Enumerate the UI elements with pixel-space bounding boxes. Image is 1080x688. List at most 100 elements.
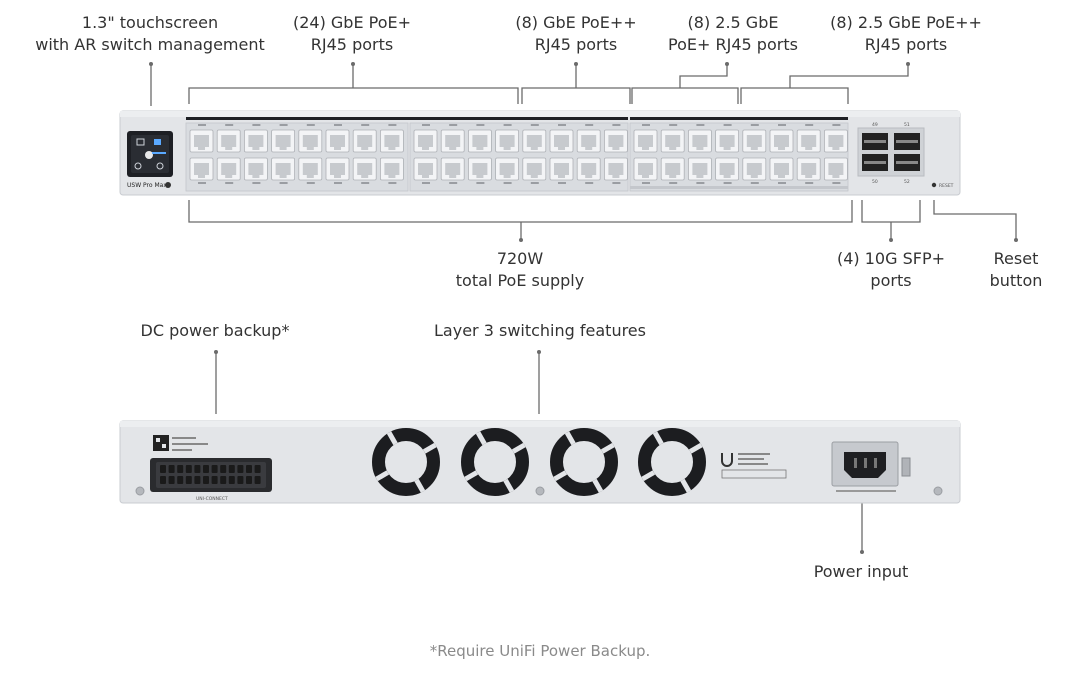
rj45-port[interactable] [413, 129, 438, 153]
connector-pin [168, 476, 175, 484]
port-number [669, 182, 678, 184]
rj45-port[interactable] [769, 157, 794, 181]
port-number [778, 182, 786, 184]
label-layer3: Layer 3 switching features [434, 321, 646, 340]
rj45-port[interactable] [633, 129, 658, 153]
rj45-port[interactable] [522, 129, 547, 153]
port-number [558, 124, 566, 126]
rj45-port[interactable] [660, 129, 685, 153]
connector-pin [177, 476, 184, 484]
port-number [612, 124, 621, 126]
rj45-port[interactable] [549, 157, 574, 181]
qr-code-icon [153, 435, 208, 451]
connector-pin [254, 476, 261, 484]
rj45-port[interactable] [379, 157, 404, 181]
rj45-port[interactable] [189, 129, 214, 153]
rj45-port[interactable] [325, 129, 350, 153]
reset-button[interactable] [931, 182, 937, 188]
dc-power-backup-connector[interactable] [150, 458, 272, 492]
rj45-port[interactable] [633, 157, 658, 181]
cooling-fans [372, 428, 706, 496]
port-number [805, 124, 814, 126]
rj45-port[interactable] [660, 157, 685, 181]
port-number [530, 182, 539, 184]
port-number [279, 182, 288, 184]
rj45-port[interactable] [688, 157, 712, 181]
rj45-port[interactable] [576, 157, 601, 181]
port-number [503, 182, 512, 184]
rj45-port[interactable] [440, 129, 465, 153]
port-number [558, 182, 566, 184]
port-number [225, 124, 234, 126]
ubiquiti-logo-icon [721, 453, 787, 479]
rj45-port[interactable] [604, 129, 628, 153]
connector-pin [168, 465, 175, 473]
rj45-port[interactable] [243, 129, 268, 153]
rj45-port[interactable] [352, 157, 377, 181]
touchscreen-display[interactable] [127, 131, 173, 177]
svg-text:50: 50 [872, 179, 878, 185]
rj45-port[interactable] [522, 157, 547, 181]
footnote: *Require UniFi Power Backup. [429, 642, 651, 660]
rj45-port[interactable] [715, 129, 739, 153]
rj45-port[interactable] [467, 129, 492, 153]
rj45-port[interactable] [495, 157, 520, 181]
port-number [642, 182, 650, 184]
rj45-port[interactable] [298, 129, 323, 153]
rj45-port[interactable] [243, 157, 268, 181]
rj45-port[interactable] [604, 157, 628, 181]
port-number [750, 182, 759, 184]
rj45-port[interactable] [271, 129, 296, 153]
label-dc-power-backup: DC power backup* [140, 321, 290, 340]
connector-pin [228, 476, 235, 484]
rj45-port[interactable] [824, 129, 848, 153]
rj45-port[interactable] [796, 129, 821, 153]
rj45-port[interactable] [352, 129, 377, 153]
rj45-port[interactable] [271, 157, 296, 181]
port-number [252, 124, 261, 126]
rj45-port[interactable] [189, 157, 214, 181]
rj45-port[interactable] [742, 129, 767, 153]
rj45-port[interactable] [467, 157, 492, 181]
fan-icon [372, 428, 440, 496]
rj45-port[interactable] [824, 157, 848, 181]
label-touchscreen: 1.3" touchscreen with AR switch manageme… [35, 13, 265, 54]
callout-dots-rear [214, 350, 864, 554]
port-number [225, 182, 234, 184]
fan-icon [550, 428, 618, 496]
connector-pin [237, 465, 244, 473]
rj45-port[interactable] [413, 157, 438, 181]
port-number [361, 124, 370, 126]
port-number [422, 182, 430, 184]
rj45-port[interactable] [216, 157, 241, 181]
port-number [750, 124, 759, 126]
rj45-port[interactable] [325, 157, 350, 181]
connector-pin [254, 465, 261, 473]
port-number [334, 124, 342, 126]
port-number [696, 124, 705, 126]
rj45-port[interactable] [796, 157, 821, 181]
rj45-port[interactable] [769, 129, 794, 153]
rj45-port[interactable] [298, 157, 323, 181]
rj45-port[interactable] [576, 129, 601, 153]
rj45-port[interactable] [216, 129, 241, 153]
rj45-port[interactable] [379, 129, 404, 153]
connector-pin [246, 465, 252, 473]
rj45-port[interactable] [688, 129, 712, 153]
power-socket-icon[interactable] [831, 441, 911, 492]
port-number [778, 124, 786, 126]
fan-icon [638, 428, 706, 496]
rj45-port[interactable] [742, 157, 767, 181]
connector-pin [203, 465, 209, 473]
port-number [723, 124, 732, 126]
rj45-port[interactable] [715, 157, 739, 181]
port-number [422, 124, 430, 126]
rj45-port[interactable] [440, 157, 465, 181]
rj45-port[interactable] [495, 129, 520, 153]
rj45-port[interactable] [549, 129, 574, 153]
label-gbe-poepp-ports: (8) GbE PoE++ RJ45 ports [515, 13, 637, 54]
port-number [388, 182, 397, 184]
screw [535, 486, 545, 496]
port-number [669, 124, 678, 126]
